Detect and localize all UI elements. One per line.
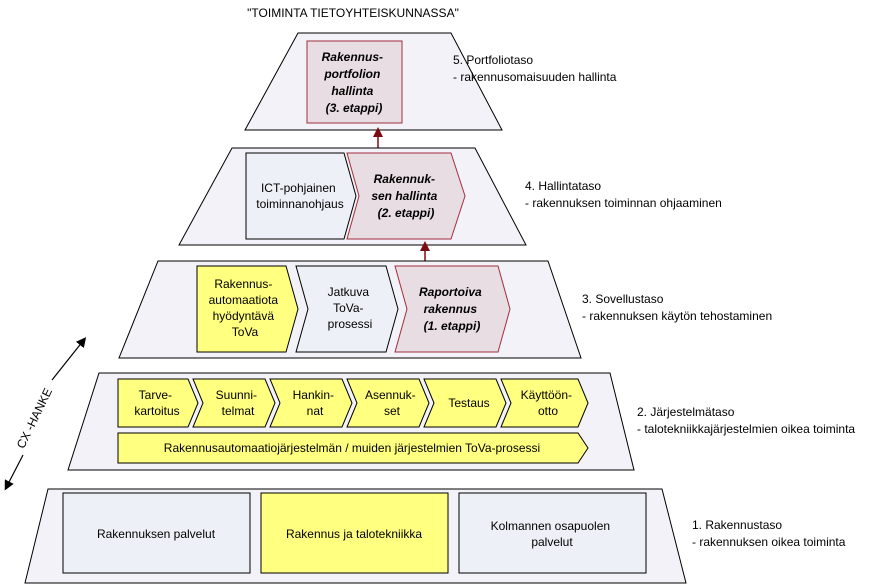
chevron-procurement-label: Hankin- nat bbox=[293, 388, 338, 418]
portfolio-management-label: Rakennus- portfolion hallinta (3. etappi… bbox=[322, 50, 387, 115]
reporting-building-box bbox=[394, 265, 511, 353]
chevron-needs-assessment bbox=[117, 378, 199, 428]
tier-5: Rakennus- portfolion hallinta (3. etappi… bbox=[244, 32, 617, 131]
cx-hanke-arrow-up bbox=[51, 337, 87, 381]
chevron-testing bbox=[423, 378, 507, 428]
building-management-box bbox=[346, 152, 466, 240]
process-bar-label: Rakennusautomaatiojärjestelmän / muiden … bbox=[164, 441, 540, 455]
tier-3: Rakennus- automaatiota hyödyntävä ToVa J… bbox=[118, 260, 772, 359]
chevron-installations-label: Asennuk- set bbox=[365, 388, 419, 418]
chevron-plans bbox=[192, 378, 276, 428]
tier-5-level-label: 5. Portfoliotaso - rakennusomaisuuden ha… bbox=[453, 53, 617, 84]
building-and-hvac-box bbox=[260, 492, 449, 574]
reporting-building-label: Raportoiva rakennus (1. etappi) bbox=[419, 285, 485, 333]
chevron-installations bbox=[346, 378, 430, 428]
automation-tova-label: Rakennus- automaatiota hyödyntävä ToVa bbox=[209, 277, 282, 339]
ict-steering-box bbox=[245, 152, 357, 240]
chevron-testing-label: Testaus bbox=[448, 396, 489, 410]
chevron-commissioning bbox=[500, 378, 589, 428]
chevron-plans-label: Suunni- telmat bbox=[216, 388, 261, 418]
tier-2: Tarve- kartoitus Suunni- telmat Hankin- … bbox=[67, 372, 855, 471]
ict-steering-label: ICT-pohjainen toiminnanohjaus bbox=[256, 181, 343, 211]
building-and-hvac-label: Rakennus ja talotekniikka bbox=[286, 527, 422, 541]
chevron-procurement bbox=[269, 378, 353, 428]
tier-4: ICT-pohjainen toiminnanohjaus Rakennuk- … bbox=[178, 147, 722, 246]
tier-1-level-label: 1. Rakennustaso - rakennuksen oikea toim… bbox=[692, 518, 846, 549]
continuous-tova-label: Jatkuva ToVa- prosessi bbox=[328, 285, 373, 331]
building-management-label: Rakennuk- sen hallinta (2. etappi) bbox=[371, 172, 440, 220]
tier-4-level-label: 4. Hallintataso - rakennuksen toiminnan … bbox=[525, 179, 722, 210]
building-services-box bbox=[62, 492, 251, 574]
third-party-services-box bbox=[458, 492, 647, 574]
portfolio-management-box bbox=[306, 40, 403, 124]
building-services-label: Rakennuksen palvelut bbox=[97, 527, 216, 541]
continuous-tova-box bbox=[295, 265, 399, 353]
tier-1: Rakennuksen palvelut Rakennus ja talotek… bbox=[24, 488, 846, 584]
tier-2-level-label: 2. Järjestelmätaso - talotekniikkajärjes… bbox=[637, 405, 855, 436]
process-bar bbox=[117, 432, 589, 464]
cx-hanke-label: CX -HANKE bbox=[14, 386, 55, 451]
third-party-services-label: Kolmannen osapuolen palvelut bbox=[491, 519, 614, 549]
tier-3-level-label: 3. Sovellustaso - rakennuksen käytön teh… bbox=[582, 292, 772, 323]
chevron-needs-assessment-label: Tarve- kartoitus bbox=[134, 388, 179, 418]
cx-hanke-arrow-down bbox=[4, 454, 24, 491]
automation-tova-box bbox=[196, 265, 299, 353]
chevron-commissioning-label: Käyttöön- otto bbox=[521, 388, 576, 418]
diagram-title: "TOIMINTA TIETOYHTEISKUNNASSA" bbox=[247, 6, 459, 20]
